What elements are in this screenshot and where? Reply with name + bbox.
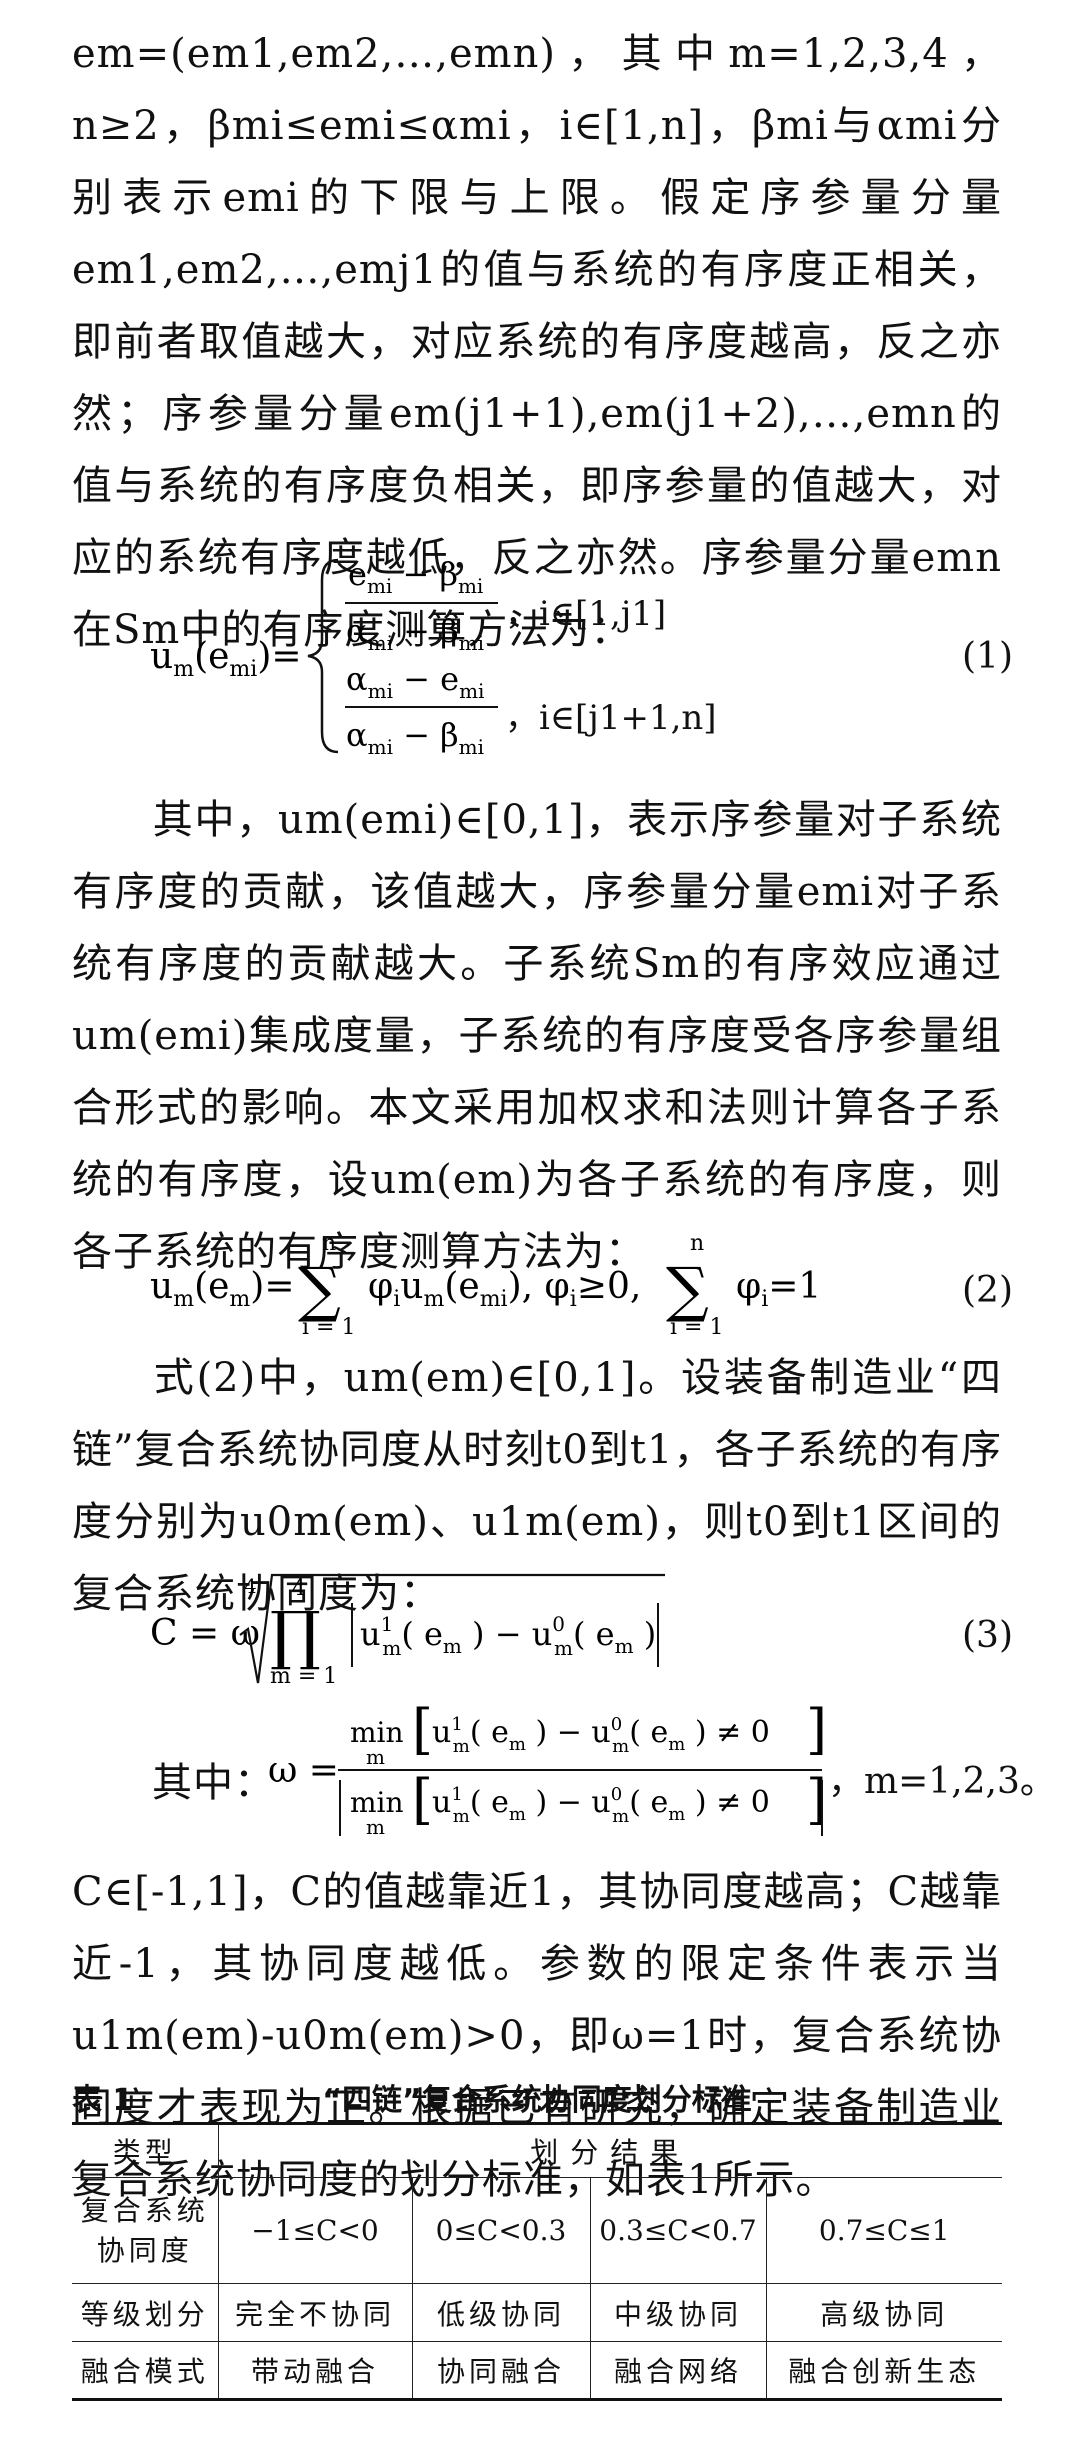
omega-suffix: ，m=1,2,3。 — [828, 1761, 1056, 1802]
svg-text:m: m — [366, 1745, 385, 1769]
svg-text:]: ] — [806, 1700, 827, 1761]
svg-text:um(em)=: um(em)= — [150, 1266, 295, 1312]
svg-text:φi=1: φi=1 — [736, 1266, 821, 1312]
equation-1-number: (1) — [962, 636, 1013, 677]
equation-1: um(emi)= emi − βmi αmi − βmi αmi − emi α… — [0, 540, 1073, 770]
equation-2: um(em)= n ∑ i = 1 φium(emi), φi≥0, n ∑ i… — [0, 1230, 1073, 1340]
table-header-type: 类型 — [72, 2122, 219, 2178]
table-cell-row-label: 等级划分 — [72, 2283, 219, 2342]
paragraph-coordination-definition: 式(2)中，um(em)∈[0,1]。设装备制造业“四链”复合系统协同度从时刻t… — [72, 1342, 1002, 1630]
table-cell: 完全不协同 — [217, 2283, 413, 2342]
svg-text:∏: ∏ — [270, 1599, 321, 1673]
svg-text:[: [ — [412, 1700, 433, 1761]
svg-text:i = 1: i = 1 — [302, 1315, 355, 1340]
table-title: “四链”复合系统协同度划分标准 — [322, 2083, 752, 2118]
svg-text:αmi − βmi: αmi − βmi — [346, 716, 484, 759]
table-header-result: 划分结果 — [217, 2122, 1002, 2178]
table-label: 表 1 — [72, 2083, 134, 2118]
svg-text:n: n — [690, 1231, 704, 1256]
table-cell: 0.3≤C<0.7 — [589, 2177, 767, 2284]
svg-text:m = 1: m = 1 — [270, 1664, 337, 1689]
equation-1-graphic: um(emi)= emi − βmi αmi − βmi αmi − emi α… — [150, 555, 498, 759]
table-cell: 协同融合 — [411, 2341, 591, 2401]
table-cell: 0≤C<0.3 — [411, 2177, 591, 2284]
svg-text:]: ] — [806, 1768, 827, 1831]
svg-text:φium(emi), φi≥0,: φium(emi), φi≥0, — [368, 1266, 641, 1312]
equation-2-number: (2) — [962, 1270, 1013, 1311]
table-cell: 融合网络 — [589, 2341, 767, 2401]
svg-text:∑: ∑ — [666, 1255, 709, 1325]
table-cell: −1≤C<0 — [217, 2177, 413, 2284]
table-cell: 高级协同 — [765, 2283, 1002, 2342]
svg-text:∑: ∑ — [298, 1255, 341, 1325]
equation-1-case1-condition: ，i∈[1,j1] — [505, 594, 667, 634]
table-cell: 中级协同 — [589, 2283, 767, 2342]
svg-text:min: min — [350, 1786, 404, 1819]
svg-text:i = 1: i = 1 — [670, 1315, 723, 1340]
paragraph-subsystem-order: 其中，um(emi)∈[0,1]，表示序参量对子系统有序度的贡献，该值越大，序参… — [72, 784, 1002, 1288]
svg-text:αmi − βmi: αmi − βmi — [346, 612, 484, 655]
svg-text:min: min — [350, 1716, 404, 1749]
paragraph-order-parameter-definition: em=(em1,em2,…,emn)，其中m=1,2,3,4，n≥2，βmi≤e… — [72, 18, 1002, 666]
svg-text:4: 4 — [244, 1574, 257, 1598]
svg-text:ω =: ω = — [268, 1750, 339, 1791]
svg-text:4: 4 — [292, 1576, 306, 1601]
table-cell: 融合创新生态 — [765, 2341, 1002, 2401]
table-cell: 0.7≤C≤1 — [765, 2177, 1002, 2284]
svg-text:[: [ — [412, 1768, 433, 1831]
svg-text:n: n — [322, 1231, 336, 1256]
table-header-row: 类型 划分结果 — [72, 2122, 1002, 2178]
svg-text:u1m( em ) − u0m( em ): u1m( em ) − u0m( em ) — [360, 1612, 656, 1660]
paragraph-2-text: 其中，um(emi)∈[0,1]，表示序参量对子系统有序度的贡献，该值越大，序参… — [72, 797, 1002, 1275]
equation-3-number: (3) — [962, 1615, 1013, 1656]
paragraph-3-text: 式(2)中，um(em)∈[0,1]。设装备制造业“四链”复合系统协同度从时刻t… — [72, 1355, 1002, 1617]
omega-prefix: 其中： — [152, 1760, 275, 1806]
table-cell: 带动融合 — [217, 2341, 413, 2401]
svg-text:u1m( em ) − u0m( em ) ≠ 0: u1m( em ) − u0m( em ) ≠ 0 — [432, 1784, 770, 1827]
table-row: 复合系统协同度 −1≤C<0 0≤C<0.3 0.3≤C<0.7 0.7≤C≤1 — [72, 2177, 1002, 2284]
table-cell-row-label: 融合模式 — [72, 2341, 219, 2401]
svg-text:u1m( em ) − u0m( em ) ≠ 0: u1m( em ) − u0m( em ) ≠ 0 — [432, 1714, 770, 1757]
table-row: 等级划分 完全不协同 低级协同 中级协同 高级协同 — [72, 2283, 1002, 2342]
svg-text:αmi − emi: αmi − emi — [346, 660, 484, 703]
svg-text:m: m — [366, 1815, 385, 1839]
table-cell: 低级协同 — [411, 2283, 591, 2342]
svg-text:emi − βmi: emi − βmi — [348, 555, 483, 598]
equation-1-case2-condition: ，i∈[j1+1,n] — [505, 698, 717, 738]
coordination-standard-table: 类型 划分结果 复合系统协同度 −1≤C<0 0≤C<0.3 0.3≤C<0.7… — [72, 2122, 1002, 2401]
svg-text:um(emi)=: um(emi)= — [150, 636, 302, 682]
paragraph-1-text: em=(em1,em2,…,emn)，其中m=1,2,3,4，n≥2，βmi≤e… — [72, 31, 1002, 653]
table-cell-row-label: 复合系统协同度 — [72, 2177, 219, 2284]
equation-2-graphic: um(em)= n ∑ i = 1 φium(emi), φi≥0, n ∑ i… — [150, 1231, 821, 1340]
table-row: 融合模式 带动融合 协同融合 融合网络 融合创新生态 — [72, 2341, 1002, 2401]
